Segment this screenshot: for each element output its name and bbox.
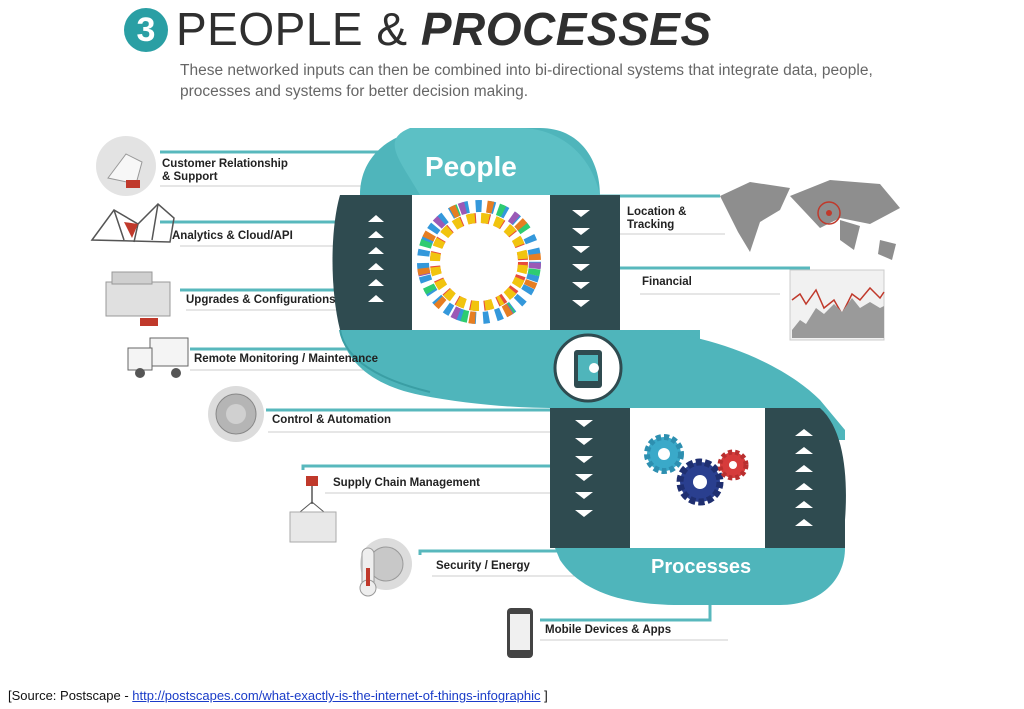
phone-icon — [507, 608, 533, 658]
analytics-icon — [90, 202, 175, 243]
truck-icon — [127, 337, 189, 378]
people-right-band — [550, 195, 620, 330]
people-label: People — [425, 151, 517, 182]
label-control-automation: Control & Automation — [272, 414, 392, 426]
stock-chart-icon — [789, 269, 885, 341]
people-right-arrows — [572, 210, 590, 307]
process-left-arrows — [575, 420, 593, 517]
left-connector-lines — [160, 150, 712, 622]
processes-label: Processes — [651, 556, 752, 578]
label-mobile-devices: Mobile Devices & Apps — [545, 624, 672, 636]
label-analytics: Analytics & Cloud/API — [172, 230, 293, 242]
crane-icon — [289, 476, 337, 543]
source-citation: [Source: Postscape - http://postscapes.c… — [8, 688, 548, 703]
processes-ribbon-bottom — [555, 548, 845, 605]
dial-icon — [208, 386, 264, 442]
gears-icon — [644, 434, 749, 506]
label-location-tracking: Location & Tracking — [627, 206, 687, 231]
source-suffix: ] — [540, 688, 548, 703]
label-financial: Financial — [642, 276, 692, 288]
title-part-2: PROCESSES — [420, 3, 712, 55]
crm-icon — [96, 136, 156, 196]
people-ring-icon — [416, 200, 541, 324]
process-right-band — [765, 408, 846, 548]
label-customer-relationship: Customer Relationship & Support — [162, 158, 288, 183]
label-upgrades: Upgrades & Configurations — [186, 294, 336, 306]
title-part-1: PEOPLE & — [176, 3, 421, 55]
thermostat-icon — [359, 538, 412, 597]
label-supply-chain: Supply Chain Management — [333, 477, 480, 489]
people-left-arrows — [368, 215, 384, 302]
section-number-badge: 3 — [124, 8, 168, 52]
page-title: PEOPLE & PROCESSES — [176, 2, 712, 56]
people-left-band — [332, 195, 412, 330]
source-prefix: [Source: Postscape - — [8, 688, 133, 703]
toolbox-icon — [105, 271, 171, 326]
label-remote-monitoring: Remote Monitoring / Maintenance — [194, 353, 379, 365]
world-map-icon — [720, 180, 900, 260]
process-left-band — [550, 408, 630, 548]
source-link[interactable]: http://postscapes.com/what-exactly-is-th… — [132, 688, 541, 703]
subtitle: These networked inputs can then be combi… — [180, 62, 873, 100]
tablet-icon — [553, 333, 623, 403]
process-right-arrows — [795, 429, 813, 526]
label-security-energy: Security / Energy — [436, 560, 530, 572]
